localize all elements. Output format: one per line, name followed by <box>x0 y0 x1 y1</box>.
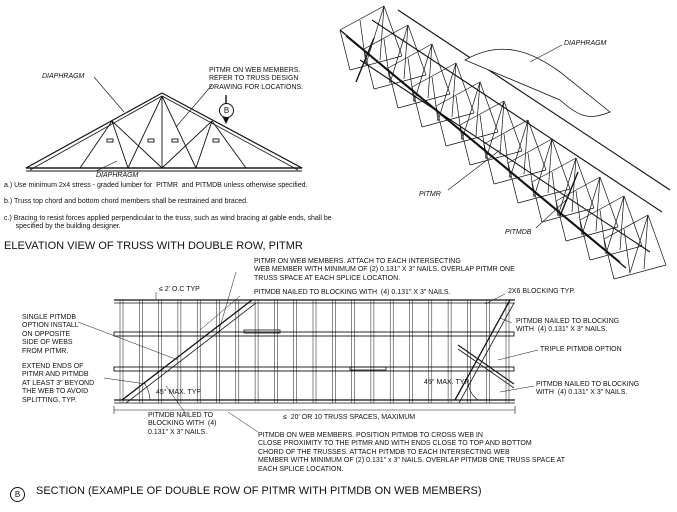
iso-bottom-chord <box>469 150 523 166</box>
iso-top-chord <box>483 119 529 145</box>
iso-web <box>575 190 583 236</box>
iso-web <box>605 195 625 255</box>
iso-web <box>455 95 463 141</box>
iso-web <box>499 100 505 156</box>
iso-pitmdb-label: PITMDB <box>505 229 532 236</box>
iso-top-chord <box>575 157 595 209</box>
iso-top-chord <box>455 62 475 114</box>
iso-bottom-chord <box>373 74 427 90</box>
iso-web <box>523 119 529 175</box>
diaphragm-label-top: DIAPHRAGM <box>42 73 85 80</box>
pitmdb-nailed-left-bottom-note: PITMDB NAILED TO BLOCKING WITH (4) 0.131… <box>148 412 217 436</box>
iso-bottom-chord <box>517 188 571 204</box>
iso-web <box>619 195 625 251</box>
section-b-marker: B <box>219 103 234 118</box>
pitmdb-nailed-top-note: PITMDB NAILED TO BLOCKING WITH (4) 0.131… <box>254 289 451 296</box>
iso-top-chord <box>339 5 385 31</box>
iso-web <box>571 157 577 213</box>
iso-bottom-chord <box>531 181 543 223</box>
iso-bottom-chord <box>339 29 351 71</box>
iso-top-chord <box>623 195 643 247</box>
diaphragm-label-bottom: DIAPHRAGM <box>96 172 139 179</box>
iso-pitmr-label: PITMR <box>419 191 441 198</box>
iso-web <box>461 81 481 141</box>
iso-web <box>629 214 649 274</box>
note-b: b.) Truss top chord and bottom chord mem… <box>4 198 248 205</box>
iso-web <box>485 100 505 160</box>
iso-bottom-chord <box>387 67 399 109</box>
iso-web <box>431 76 439 122</box>
iso-web <box>413 43 433 103</box>
iso-web <box>383 38 391 84</box>
blocking-note: 2X6 BLOCKING TYP. <box>508 288 576 295</box>
pitmdb-nailed-right-bottom-note: PITMDB NAILED TO BLOCKING WITH (4) 0.131… <box>536 381 640 397</box>
iso-top-chord <box>551 138 571 190</box>
iso-top-chord <box>531 157 577 183</box>
iso-web <box>643 214 649 270</box>
iso-top-chord <box>479 81 499 133</box>
iso-top-chord <box>527 119 547 171</box>
iso-top-chord <box>647 214 667 266</box>
extend-ends-note: EXTEND ENDS OF PITMR AND PITMDB AT LEAST… <box>22 363 95 404</box>
pitmr-attach-note: PITMR ON WEB MEMBERS. ATTACH TO EACH INT… <box>254 258 515 282</box>
iso-bottom-chord <box>507 162 519 204</box>
iso-top-chord <box>507 138 553 164</box>
iso-web <box>479 114 487 160</box>
iso-top-chord <box>603 214 649 240</box>
pitmr-web-member-note: PITMR ON WEB MEMBERS. REFER TO TRUSS DES… <box>209 67 304 91</box>
section-caption: SECTION (EXAMPLE OF DOUBLE ROW OF PITMR … <box>36 485 482 497</box>
iso-bottom-chord <box>541 207 595 223</box>
note-a: a.) Use minimum 2x4 stress - graded lumb… <box>4 182 308 189</box>
iso-top-chord <box>431 43 451 95</box>
iso-bottom-chord <box>363 48 375 90</box>
iso-bottom-chord <box>411 86 423 128</box>
pitmdb-web-member-note: PITMDB ON WEB MEMBERS. POSITION PITMDB T… <box>258 432 566 473</box>
iso-top-chord <box>503 100 523 152</box>
iso-top-chord <box>459 100 505 126</box>
iso-web <box>403 24 409 80</box>
iso-web <box>359 19 367 65</box>
section-bracing-drawing <box>77 271 539 433</box>
iso-web <box>509 119 529 179</box>
iso-web <box>623 228 631 274</box>
iso-top-chord <box>579 195 625 221</box>
section-b-caption-marker: B <box>10 487 25 502</box>
iso-web <box>581 176 601 236</box>
iso-web <box>379 5 385 61</box>
iso-bottom-chord <box>589 245 643 261</box>
max-spacing-dimension: ≤ 20' OR 10 TRUSS SPACES, MAXIMUM <box>283 414 416 421</box>
iso-top-chord <box>411 62 457 88</box>
triple-pitmdb-option-note: TRIPLE PITMDB OPTION <box>540 346 622 353</box>
iso-bottom-chord <box>493 169 547 185</box>
iso-web <box>427 43 433 99</box>
iso-web <box>599 209 607 255</box>
isometric-truss-drawing <box>339 5 671 280</box>
iso-top-chord <box>383 5 403 57</box>
elevation-view-title: ELEVATION VIEW OF TRUSS WITH DOUBLE ROW,… <box>4 240 303 252</box>
iso-top-chord <box>599 176 619 228</box>
iso-bottom-chord <box>603 238 615 280</box>
angle-left-label: 45° MAX. TYP <box>156 389 202 396</box>
iso-bottom-chord <box>613 264 667 280</box>
note-c: c.) Bracing to resist forces applied per… <box>4 215 332 231</box>
angle-right-label: 45° MAX. TYP <box>424 379 470 386</box>
spacing-note: ≤ 2' O.C TYP <box>159 286 200 293</box>
iso-top-chord <box>555 176 601 202</box>
iso-web <box>595 176 601 232</box>
iso-top-chord <box>387 43 433 69</box>
iso-web <box>557 157 577 217</box>
iso-bottom-chord <box>565 226 619 242</box>
iso-bottom-chord <box>349 55 403 71</box>
iso-web <box>533 138 553 198</box>
iso-web <box>547 138 553 194</box>
iso-diaphragm-label: DIAPHRAGM <box>564 40 607 47</box>
iso-bottom-chord <box>579 219 591 261</box>
iso-web <box>451 62 457 118</box>
iso-web <box>437 62 457 122</box>
pitmdb-nailed-right-top-note: PITMDB NAILED TO BLOCKING WITH (4) 0.131… <box>516 318 620 334</box>
single-pitmdb-option-note: SINGLE PITMDB OPTION INSTALL ON OPPOSITE… <box>22 314 79 355</box>
